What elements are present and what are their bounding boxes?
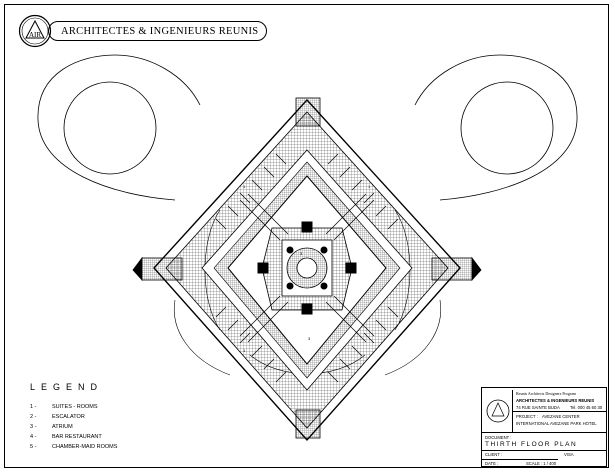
legend-title: LEGEND: [30, 382, 104, 392]
firm-name: ARCHITECTES & INGENIEURS REUNIS: [61, 25, 259, 37]
legend-item: 1 -SUITES - ROOMS: [30, 404, 98, 410]
legend-item: 3 -ATRIUM: [30, 424, 73, 430]
divider: [482, 459, 558, 460]
visa-label: VISA: [564, 452, 574, 457]
firm-address: 74 RUE SAINTE BUDA: [516, 405, 560, 410]
divider: [512, 411, 606, 412]
drawing-sheet-border: [4, 4, 609, 468]
legend-item: 2 -ESCALATOR: [30, 414, 85, 420]
date-label: DATE :: [485, 461, 499, 466]
legend-item: 5 -CHAMBER-MAID ROOMS: [30, 444, 118, 450]
legend: LEGEND 1 -SUITES - ROOMS 2 -ESCALATOR 3 …: [30, 382, 117, 452]
project-line-1: AVEZANE CENTER: [542, 414, 580, 419]
room-label: 1: [368, 184, 371, 189]
title-block: Reunis Architects Designers Program ARCH…: [481, 387, 607, 467]
document-label: DOCUMENT :: [485, 435, 512, 440]
document-value: THIRTH FLOOR PLAN: [485, 441, 578, 448]
firm-initials: Reunis Architects Designers Program: [516, 391, 577, 396]
divider: [482, 432, 606, 433]
left-circular-terrace: [37, 54, 201, 201]
stair-cores: [132, 97, 482, 439]
firm-tel: Tel. 000 45 60 30: [570, 405, 603, 410]
room-label: 1: [243, 184, 246, 189]
scale-label: SCALE : 1 / 400: [526, 461, 557, 466]
logo-lettering: AIR: [29, 31, 41, 39]
title-block-logo: [484, 390, 513, 432]
firm-logo: AIR: [18, 14, 52, 48]
client-label: CLIENT :: [485, 452, 503, 457]
central-atrium: [257, 221, 357, 315]
room-label: 3: [300, 251, 303, 256]
header: AIR ARCHITECTES & INGENIEURS REUNIS: [18, 14, 268, 48]
title-block-firm-name: ARCHITECTES & INGENIEURS REUNIS: [516, 398, 595, 403]
room-label: 3: [308, 336, 311, 341]
project-label: PROJECT :: [516, 414, 538, 419]
logo-icon: [486, 399, 510, 423]
room-label: 1: [243, 348, 246, 353]
project-line-2: INTERNATIONAL AVEZANE PARK HOTEL: [516, 421, 597, 426]
right-circular-terrace: [414, 54, 578, 201]
firm-name-box: ARCHITECTES & INGENIEURS REUNIS: [48, 21, 268, 41]
divider: [482, 450, 606, 451]
legend-item: 4 -BAR RESTAURANT: [30, 434, 102, 440]
